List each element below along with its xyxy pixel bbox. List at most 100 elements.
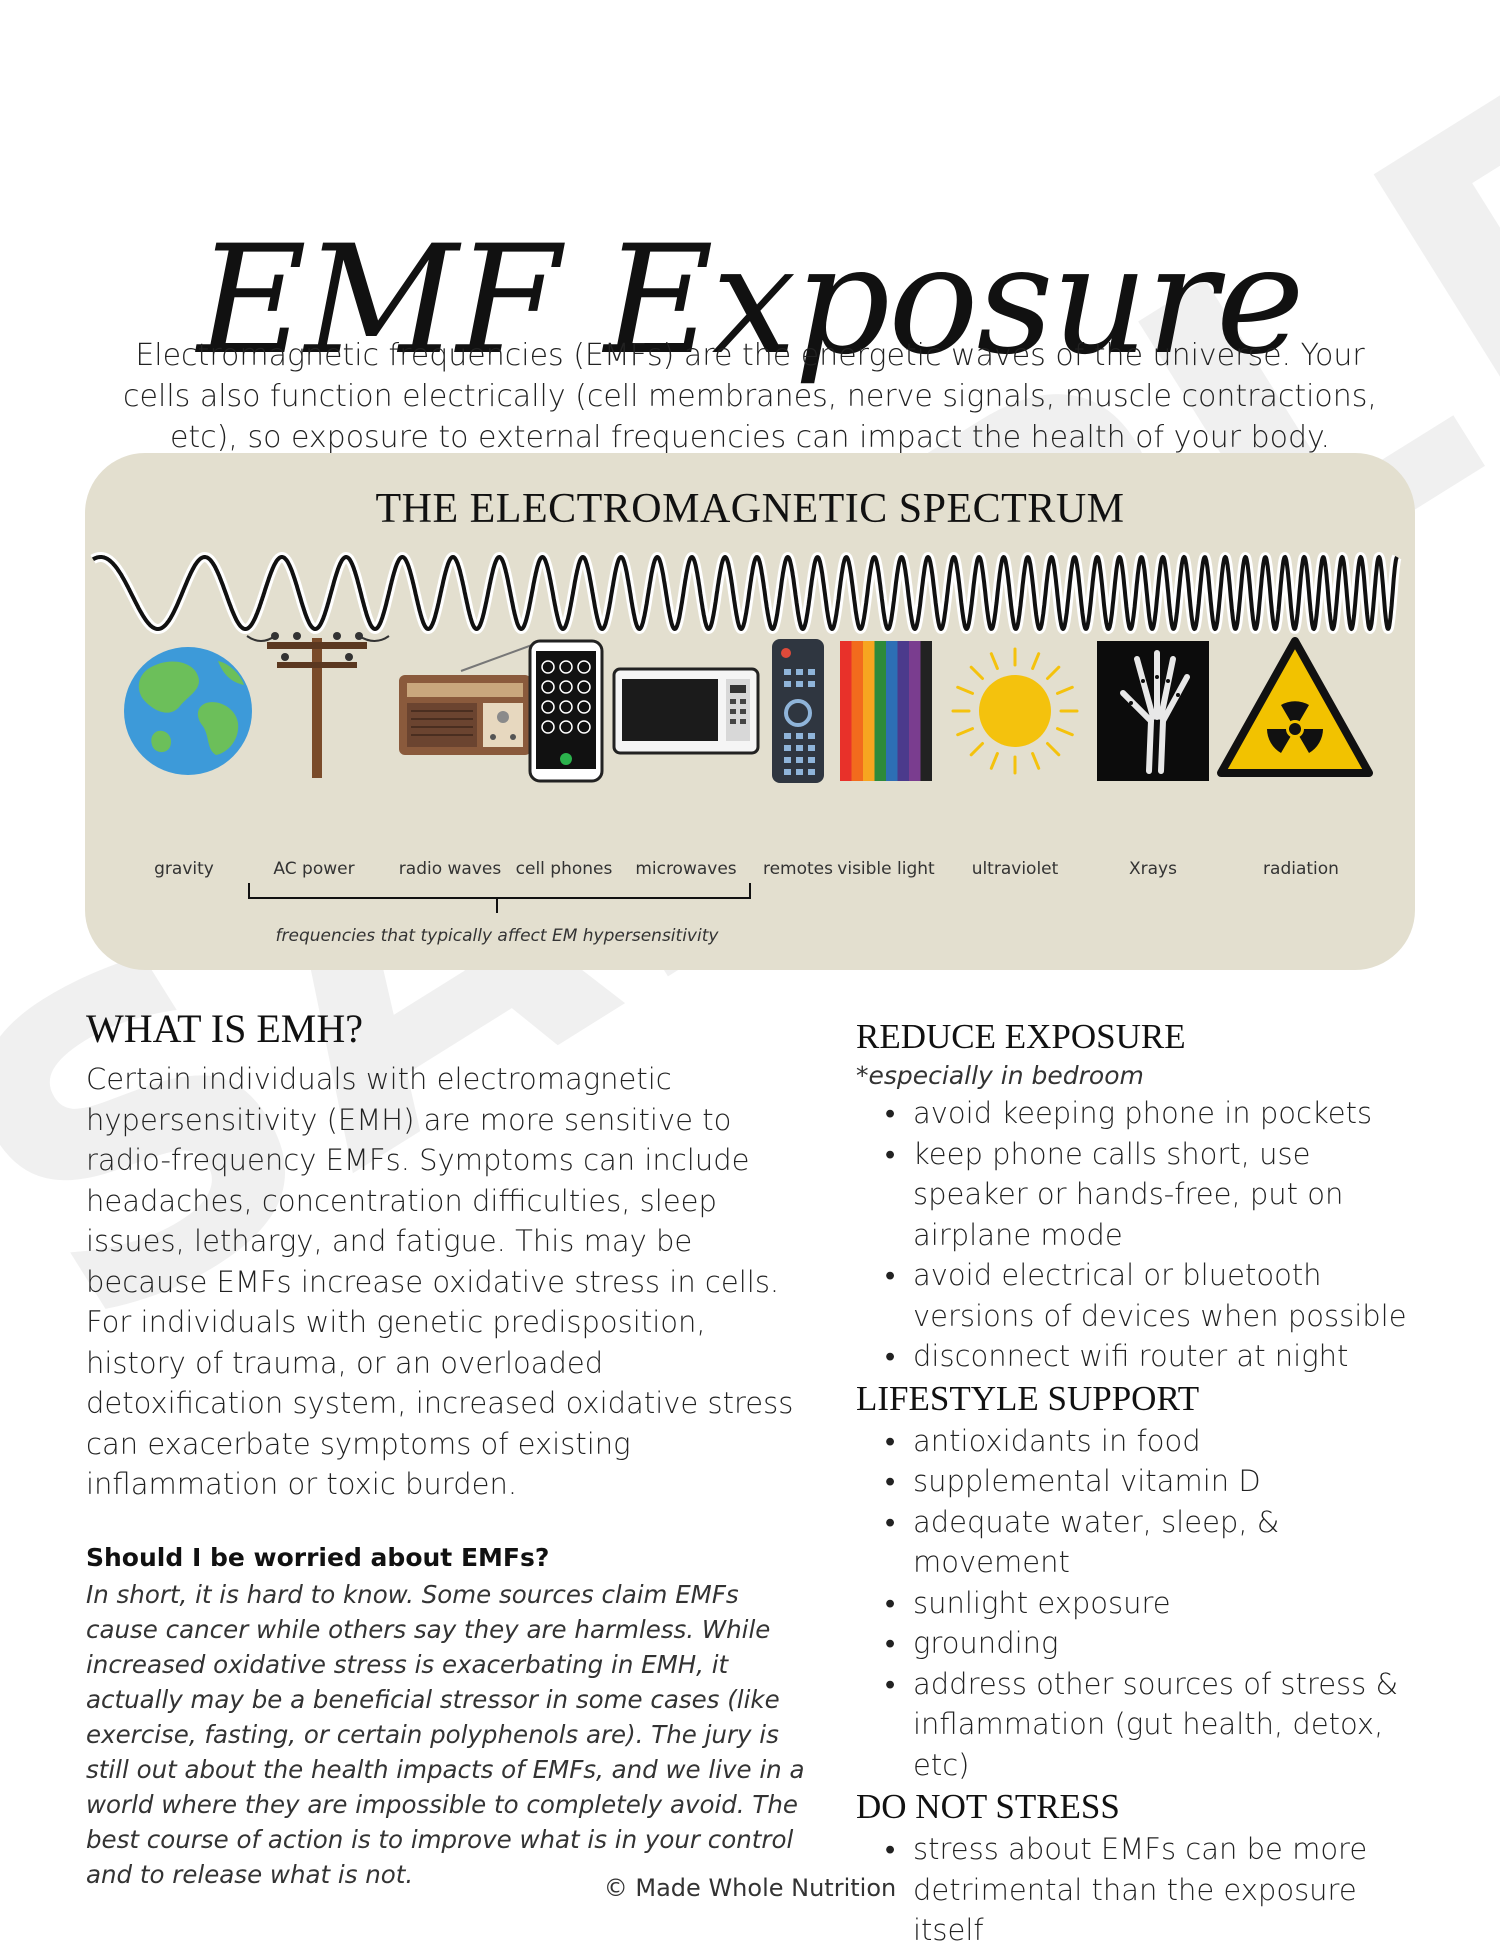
remote-button [808, 769, 815, 775]
sun-ray [989, 752, 999, 770]
remote-button [796, 669, 803, 675]
keypad-button [577, 720, 591, 734]
cell-phone-icon [528, 639, 604, 783]
keypad-button [541, 720, 555, 734]
earth-icon [124, 647, 252, 775]
worry-answer: In short, it is hard to know. Some sourc… [86, 1579, 805, 1889]
emh-column: WHAT IS EMH? Certain individuals with el… [86, 1005, 806, 1892]
light-bar [840, 641, 852, 781]
sun-ray [1046, 665, 1061, 680]
remote-button [784, 681, 791, 687]
remote-button [808, 733, 815, 739]
remote-button [808, 669, 815, 675]
remote-button [796, 745, 803, 751]
sun-icon [951, 647, 1079, 775]
list-item: keep phone calls short, use speaker or h… [885, 1134, 1416, 1256]
spectrum-label: Xrays [1129, 859, 1177, 879]
frequency-wave [91, 555, 1399, 631]
footer-copyright: © Made Whole Nutrition [603, 1874, 897, 1902]
sun-ray [969, 665, 984, 680]
lifestyle-heading: LIFESTYLE SUPPORT [856, 1378, 1200, 1418]
light-bar [909, 641, 921, 781]
list-item: grounding [885, 1623, 1416, 1664]
sun-ray [956, 685, 974, 695]
remote-button [808, 681, 815, 687]
sun-ray [1056, 727, 1074, 737]
xray-hand-icon [1097, 641, 1209, 781]
keypad-button [559, 660, 573, 674]
spectrum-label: cell phones [516, 859, 613, 879]
lifestyle-list: antioxidants in food supplemental vitami… [856, 1421, 1416, 1786]
sun-ray [1031, 752, 1041, 770]
remote-button [784, 733, 791, 739]
worry-question: Should I be worried about EMFs? [86, 1542, 550, 1572]
list-item: address other sources of stress & inflam… [885, 1664, 1416, 1786]
sun-ray [1031, 652, 1041, 670]
remote-button [784, 669, 791, 675]
keypad-button [559, 700, 573, 714]
remote-button [796, 757, 803, 763]
stress-heading: DO NOT STRESS [856, 1787, 1120, 1826]
radiation-warning-icon [1217, 637, 1373, 777]
remote-button [796, 681, 803, 687]
reduce-heading: REDUCE EXPOSURE [856, 1017, 1186, 1056]
radio-icon [399, 640, 544, 755]
keypad-button [541, 680, 555, 694]
list-item: sunlight exposure [885, 1583, 1416, 1624]
power-pole-icon [246, 632, 390, 778]
list-item: supplemental vitamin D [885, 1461, 1416, 1502]
stress-list: stress about EMFs can be more detrimenta… [856, 1829, 1416, 1951]
hypersensitivity-bracket [248, 883, 751, 913]
keypad-button [577, 700, 591, 714]
keypad-button [577, 680, 591, 694]
spectrum-label: ultraviolet [972, 859, 1059, 879]
spectrum-label: AC power [273, 859, 354, 879]
sun-ray [956, 727, 974, 737]
list-item: antioxidants in food [885, 1421, 1416, 1462]
tips-column: REDUCE EXPOSURE *especially in bedroom a… [856, 1015, 1416, 1951]
keypad-button [559, 720, 573, 734]
remote-button [808, 745, 815, 751]
list-item: avoid keeping phone in pockets [885, 1093, 1416, 1134]
sun-ray [989, 652, 999, 670]
sun-ray [1056, 685, 1074, 695]
remote-button [784, 757, 791, 763]
sun-ray [969, 742, 984, 757]
sun-ray [1046, 742, 1061, 757]
page-title: EMF Exposure [197, 213, 1304, 388]
list-item: avoid electrical or bluetooth versions o… [885, 1255, 1416, 1336]
keypad-button [541, 660, 555, 674]
spectrum-label: microwaves [635, 859, 736, 879]
spectrum-label: gravity [154, 859, 214, 879]
remote-button [796, 769, 803, 775]
light-bar [874, 641, 886, 781]
light-bar [920, 641, 932, 781]
list-item: stress about EMFs can be more detrimenta… [885, 1829, 1416, 1951]
keypad-button [559, 680, 573, 694]
reduce-list: avoid keeping phone in pockets keep phon… [856, 1093, 1416, 1377]
light-bar [897, 641, 909, 781]
spectrum-title: THE ELECTROMAGNETIC SPECTRUM [375, 486, 1125, 532]
list-item: disconnect wifi router at night [885, 1336, 1416, 1377]
remote-button [808, 757, 815, 763]
bracket-note: frequencies that typically affect EM hyp… [276, 926, 720, 946]
list-item: adequate water, sleep, & movement [885, 1502, 1416, 1583]
spectrum-label: remotes [763, 859, 833, 879]
light-bar [863, 641, 875, 781]
spectrum-label: visible light [837, 859, 935, 879]
spectrum-panel: THE ELECTROMAGNETIC SPECTRUM [85, 453, 1415, 970]
microwave-icon [612, 667, 760, 755]
remote-button [784, 745, 791, 751]
remote-button [784, 769, 791, 775]
remote-button [796, 733, 803, 739]
intro-paragraph: Electromagnetic frequencies (EMFs) are t… [123, 338, 1377, 455]
spectrum-label: radiation [1263, 859, 1339, 879]
light-bar [886, 641, 898, 781]
remote-icon [772, 639, 824, 783]
keypad-button [577, 660, 591, 674]
spectrum-label: radio waves [399, 859, 502, 879]
bedroom-note: *especially in bedroom [856, 1061, 1144, 1090]
emh-heading: WHAT IS EMH? [86, 1006, 364, 1051]
spectrum-illustration: gravity AC power radio waves cell phones mic… [88, 552, 1402, 946]
light-bar [851, 641, 863, 781]
